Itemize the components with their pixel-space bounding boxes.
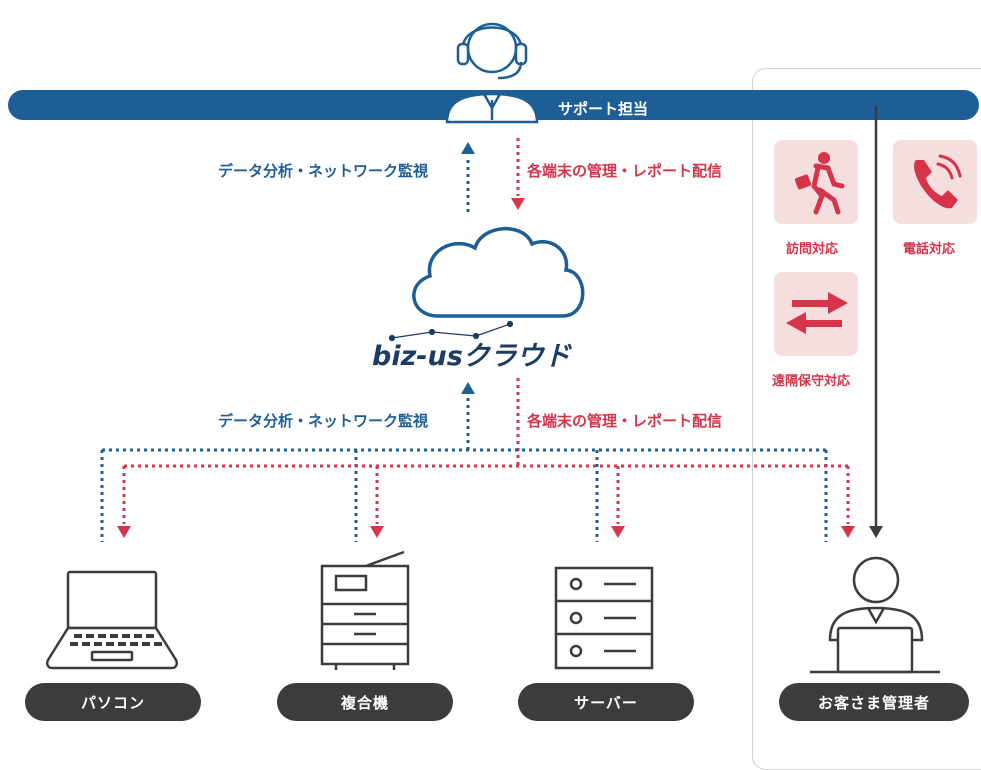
cloud-icon (412, 227, 585, 318)
top-up-label: データ分析・ネットワーク監視 (218, 162, 429, 180)
running-person-icon (794, 152, 845, 215)
laptop-icon (45, 570, 179, 670)
device-label-mfp: 複合機 (277, 683, 453, 721)
logo-network-mark (388, 320, 514, 342)
down-arrow-red-admin (841, 526, 855, 538)
support-person-icon (445, 22, 539, 124)
down-arrow-red-pc (117, 526, 131, 538)
network-diagram (8, 22, 979, 674)
admin-person-icon (810, 556, 940, 674)
support-bar-label: サポート担当 (558, 100, 649, 118)
tile-remote (774, 272, 858, 356)
device-label-pc: パソコン (25, 683, 201, 721)
caption-visit: 訪問対応 (786, 242, 839, 257)
up-arrow-blue-bottom (461, 382, 475, 394)
down-arrow-red-server (611, 526, 625, 538)
bottom-up-label: データ分析・ネットワーク監視 (218, 412, 429, 430)
tile-phone (893, 140, 977, 224)
phone-icon (914, 154, 962, 209)
caption-phone: 電話対応 (903, 242, 956, 257)
server-icon (554, 566, 654, 670)
top-down-label: 各端末の管理・レポート配信 (527, 162, 723, 180)
brand-logo-text: biz-us (372, 341, 463, 372)
bottom-down-label: 各端末の管理・レポート配信 (527, 412, 723, 430)
device-label-server: サーバー (518, 683, 694, 721)
up-arrow-blue-top (461, 142, 475, 154)
down-arrow-red-mfp (370, 526, 384, 538)
printer-icon (320, 550, 410, 670)
brand-suffix: クラウド (462, 341, 571, 372)
down-arrow-red-top (511, 198, 525, 210)
brand-logo: biz-usクラウド (372, 334, 571, 373)
swap-arrows-icon (786, 292, 848, 334)
caption-remote: 遠隔保守対応 (772, 374, 851, 389)
down-arrow-support (869, 526, 883, 538)
device-label-admin: お客さま管理者 (779, 683, 969, 721)
